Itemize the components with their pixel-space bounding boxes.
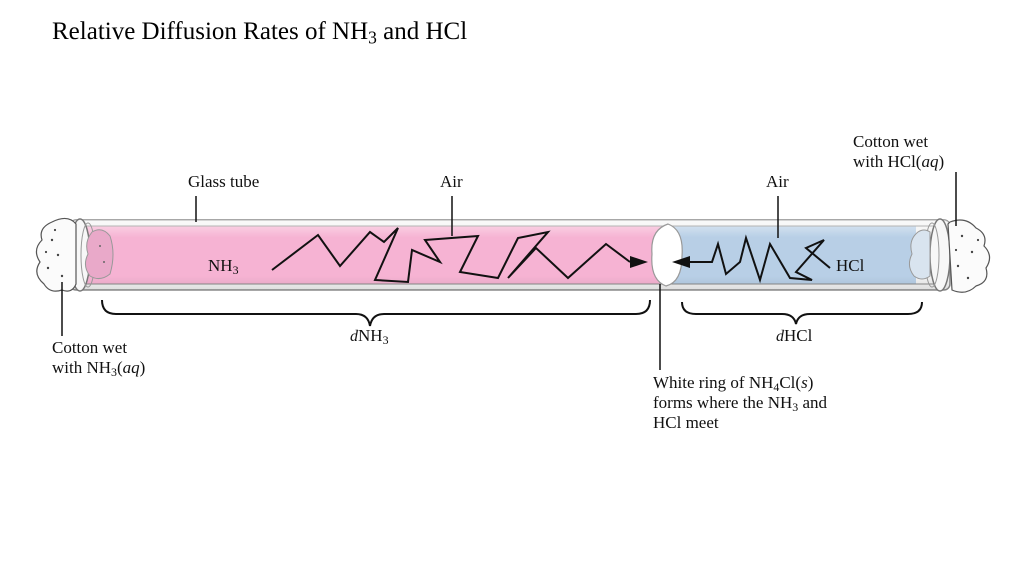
d-hcl-label: dHCl <box>776 326 813 345</box>
air-right-label: Air <box>766 172 789 191</box>
slide-title: Relative Diffusion Rates of NH3 and HCl <box>52 18 468 48</box>
nh3-gas-label: NH3 <box>208 256 239 277</box>
nh3-arrowhead <box>630 256 648 268</box>
nh3-diffusion-path <box>271 227 631 284</box>
white-ring <box>651 223 683 287</box>
hcl-diffusion-path <box>690 234 831 284</box>
air-left-label: Air <box>440 172 463 191</box>
tube-right-rim <box>929 218 951 292</box>
glass-tube-label: Glass tube <box>188 172 260 191</box>
d-nh3-brace <box>101 299 651 327</box>
d-nh3-label: dNH3 <box>350 326 389 347</box>
cotton-left-label: Cotton wet with NH3(aq) <box>52 338 146 379</box>
cotton-right-plug <box>908 219 991 293</box>
cotton-left-plug <box>35 217 114 292</box>
white-ring-label: White ring of NH4Cl(s) forms where the N… <box>653 373 828 432</box>
hcl-gas-label: HCl <box>836 256 865 275</box>
hcl-arrowhead <box>672 256 690 268</box>
cotton-right-label: Cotton wet with HCl(aq) <box>853 132 945 171</box>
d-hcl-brace <box>681 301 923 325</box>
